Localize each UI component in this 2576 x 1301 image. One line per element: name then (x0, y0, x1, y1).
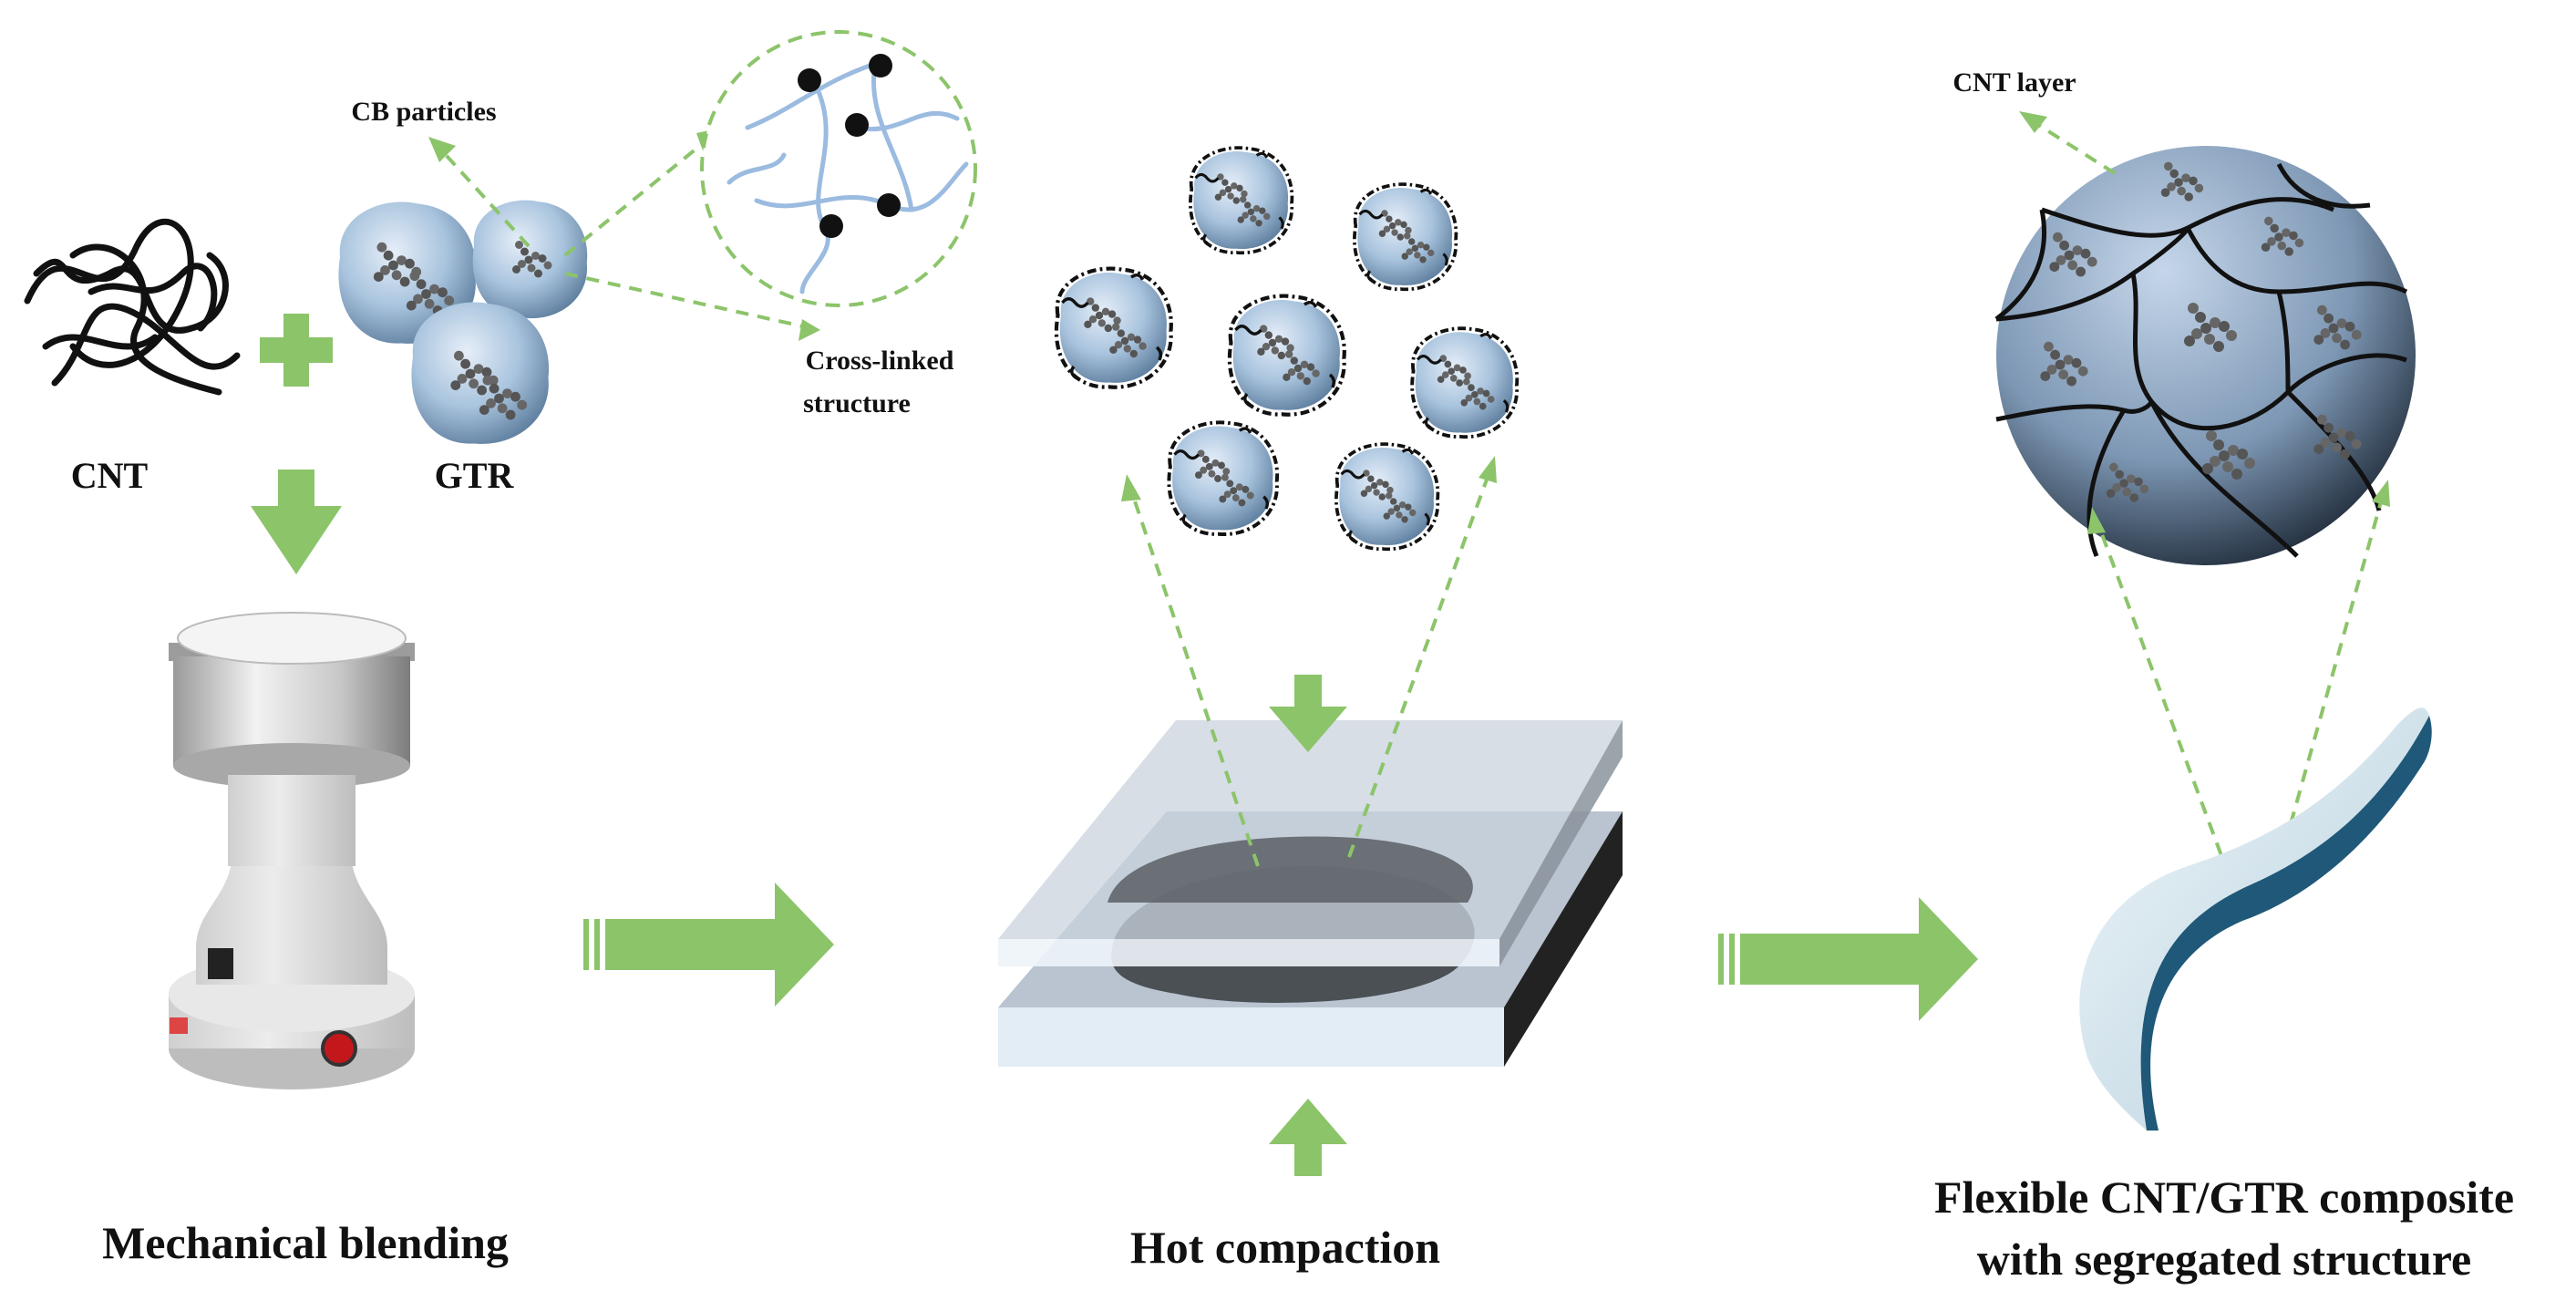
right-arrow-icon (1718, 897, 1978, 1021)
plus-icon (260, 314, 333, 387)
arrowhead-icon (2019, 111, 2390, 534)
gtr-particle-icon (338, 200, 588, 444)
label-composite-line1: Flexible CNT/GTR composite (1934, 1172, 2514, 1223)
down-arrow-icon (1269, 675, 1347, 752)
label-composite-line2: with segregated structure (1977, 1234, 2471, 1285)
cross-linked-network (700, 30, 977, 307)
right-arrow-icon (583, 883, 834, 1007)
dashed-leader (1128, 469, 1492, 867)
segregated-structure-sphere (1994, 146, 2416, 565)
label-cross-linked: Cross-linked (806, 346, 954, 376)
flexible-film-icon (2079, 707, 2432, 1131)
blender-machine-icon (169, 612, 415, 1089)
label-mechanical-blending: Mechanical blending (102, 1217, 509, 1268)
arrowhead-icon (1121, 456, 1497, 501)
label-cnt-layer: CNT layer (1953, 67, 2076, 98)
press-plates-icon (998, 720, 1623, 1067)
label-hot-compaction: Hot compaction (1130, 1222, 1440, 1273)
label-structure: structure (803, 388, 911, 418)
dashed-leader (436, 135, 812, 330)
up-arrow-icon (1269, 1099, 1347, 1176)
label-cnt: CNT (71, 455, 149, 496)
down-arrow-icon (251, 470, 342, 574)
dashed-leader (2026, 117, 2385, 876)
label-cb-particles: CB particles (351, 97, 496, 127)
label-gtr: GTR (435, 455, 515, 496)
cnt-bundle-icon (24, 218, 241, 396)
